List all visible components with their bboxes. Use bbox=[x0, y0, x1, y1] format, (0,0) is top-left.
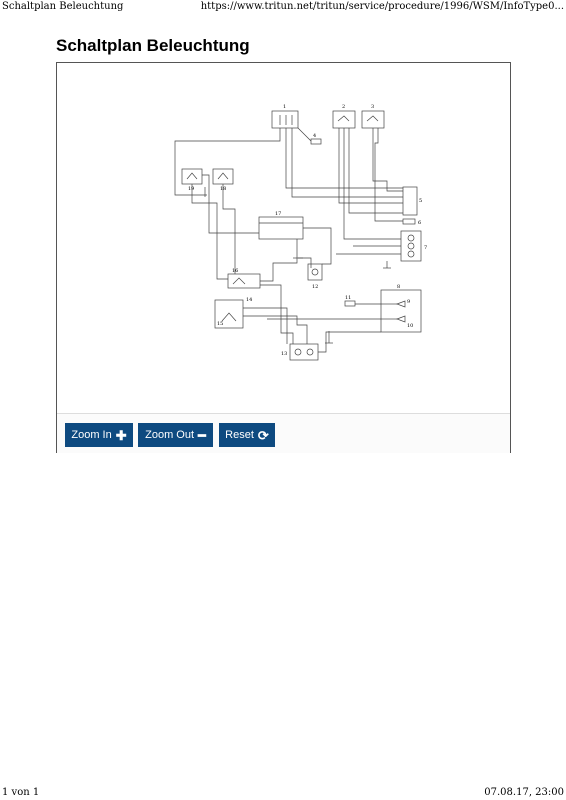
reset-button[interactable]: Reset ⟳ bbox=[219, 423, 275, 447]
diagram-label-9: 9 bbox=[407, 299, 410, 305]
wiring-diagram[interactable]: 1 2 3 4 5 6 7 8 9 10 11 12 13 14 15 16 1… bbox=[57, 63, 510, 413]
browser-url: https://www.tritun.net/tritun/service/pr… bbox=[200, 1, 564, 12]
diagram-label-1: 1 bbox=[283, 104, 286, 110]
diagram-label-13: 13 bbox=[281, 351, 287, 357]
refresh-icon: ⟳ bbox=[257, 427, 269, 443]
diagram-label-11: 11 bbox=[345, 295, 351, 301]
diagram-label-18: 18 bbox=[220, 186, 226, 192]
diagram-label-3: 3 bbox=[371, 104, 374, 110]
diagram-label-15: 15 bbox=[217, 321, 223, 327]
zoom-in-button[interactable]: Zoom In ✚ bbox=[65, 423, 133, 447]
diagram-label-17: 17 bbox=[275, 211, 281, 217]
diagram-label-8: 8 bbox=[397, 284, 400, 290]
page-title: Schaltplan Beleuchtung bbox=[56, 36, 250, 55]
diagram-label-5: 5 bbox=[419, 198, 422, 204]
diagram-label-2: 2 bbox=[342, 104, 345, 110]
diagram-label-4: 4 bbox=[313, 133, 316, 139]
minus-icon: ━ bbox=[198, 427, 206, 443]
browser-page-title: Schaltplan Beleuchtung bbox=[2, 1, 124, 12]
diagram-label-12: 12 bbox=[312, 284, 318, 290]
diagram-label-19: 19 bbox=[188, 186, 194, 192]
reset-label: Reset bbox=[225, 429, 254, 441]
diagram-viewer: 1 2 3 4 5 6 7 8 9 10 11 12 13 14 15 16 1… bbox=[56, 62, 511, 453]
wiring-diagram-svg: 1 2 3 4 5 6 7 8 9 10 11 12 13 14 15 16 1… bbox=[174, 104, 427, 361]
zoom-in-label: Zoom In bbox=[71, 429, 112, 441]
zoom-out-button[interactable]: Zoom Out ━ bbox=[138, 423, 213, 447]
zoom-toolbar: Zoom In ✚ Zoom Out ━ Reset ⟳ bbox=[57, 413, 510, 453]
diagram-label-7: 7 bbox=[424, 245, 427, 251]
diagram-label-10: 10 bbox=[407, 323, 413, 329]
plus-icon: ✚ bbox=[115, 427, 127, 443]
diagram-label-16: 16 bbox=[232, 268, 238, 274]
print-datetime: 07.08.17, 23:00 bbox=[484, 787, 564, 798]
diagram-label-14: 14 bbox=[246, 297, 252, 303]
page-count: 1 von 1 bbox=[2, 787, 40, 798]
zoom-out-label: Zoom Out bbox=[145, 429, 195, 441]
diagram-label-6: 6 bbox=[418, 220, 421, 226]
